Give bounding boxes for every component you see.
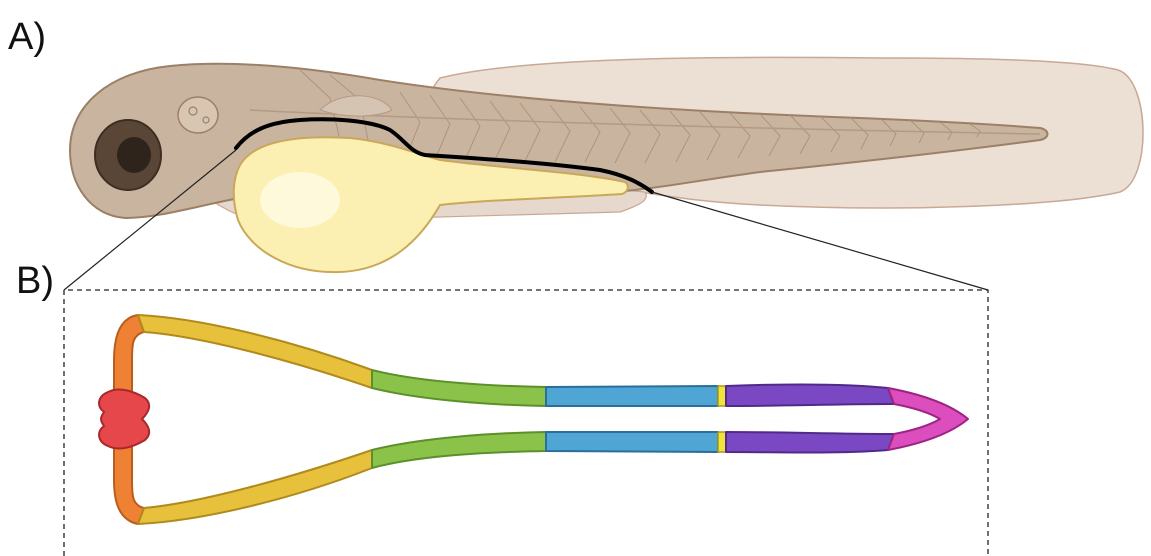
yolk-highlight xyxy=(260,172,340,228)
otic-vesicle xyxy=(178,97,218,133)
segment-red xyxy=(99,390,149,449)
pupil xyxy=(117,137,151,173)
zebrafish-larva xyxy=(70,57,1143,272)
segment-small-yellow-upper xyxy=(718,386,726,406)
segment-yellow-lower xyxy=(138,450,372,524)
segment-green-lower xyxy=(372,432,546,468)
segment-blue-upper xyxy=(546,386,718,406)
segment-purple-lower xyxy=(726,432,894,453)
segment-purple-upper xyxy=(726,384,894,406)
segment-yellow-upper xyxy=(138,315,372,388)
segment-green-upper xyxy=(372,370,546,406)
segment-blue-lower xyxy=(546,432,718,452)
segment-magenta xyxy=(888,388,968,450)
segment-small-yellow-lower xyxy=(718,432,726,452)
gut-schematic xyxy=(99,315,968,524)
